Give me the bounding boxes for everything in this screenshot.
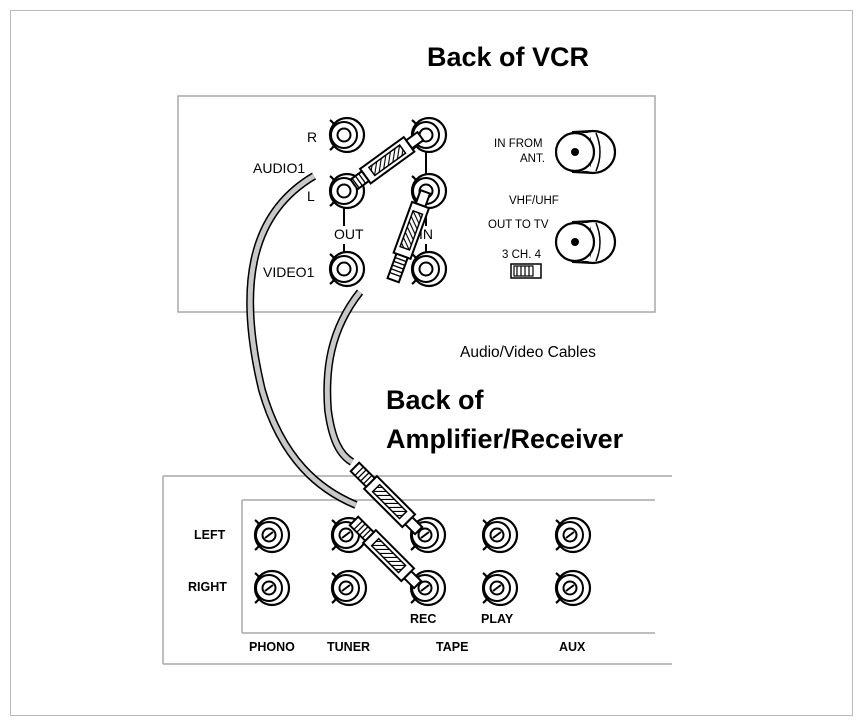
tuner-label: TUNER xyxy=(327,640,371,654)
vcr-video-in-jack xyxy=(410,250,448,288)
audio-r-label: R xyxy=(307,129,318,145)
plug-amp-rec-right xyxy=(348,515,423,590)
ant-label: ANT. xyxy=(520,153,545,165)
phono-label: PHONO xyxy=(249,640,295,654)
plug-amp-rec-left xyxy=(349,461,424,536)
plug-vcr-audio-r xyxy=(349,130,425,191)
vcr-title: Back of VCR xyxy=(427,42,590,72)
amp-phono-right-jack xyxy=(253,569,291,607)
amp-aux-right-jack xyxy=(554,569,592,607)
amp-title-line1: Back of xyxy=(386,385,484,415)
out-label: OUT xyxy=(334,226,364,242)
audio1-label: AUDIO1 xyxy=(253,160,306,176)
vcr-audio-out-r-jack xyxy=(328,116,366,154)
play-label: PLAY xyxy=(481,612,514,626)
left-row-label: LEFT xyxy=(194,528,226,542)
amp-tape-play-left-jack xyxy=(481,516,519,554)
audio-l-label: L xyxy=(307,188,315,204)
rec-label: REC xyxy=(410,612,437,626)
antenna-out-connector xyxy=(554,219,617,265)
channel-switch-label: 3 CH. 4 xyxy=(502,249,541,261)
tape-label: TAPE xyxy=(436,640,469,654)
amp-phono-left-jack xyxy=(253,516,291,554)
vhf-uhf-label: VHF/UHF xyxy=(509,195,559,207)
amp-tuner-right-jack xyxy=(330,569,368,607)
amp-aux-left-jack xyxy=(554,516,592,554)
in-from-label: IN FROM xyxy=(494,138,543,150)
audio-video-cables xyxy=(246,172,364,509)
video1-label: VIDEO1 xyxy=(263,264,315,280)
vcr-video-out-jack xyxy=(328,250,366,288)
channel-switch xyxy=(510,263,542,279)
diagram-frame xyxy=(10,10,853,716)
amp-tape-play-right-jack xyxy=(481,569,519,607)
out-to-tv-label: OUT TO TV xyxy=(488,219,549,231)
antenna-in-connector xyxy=(554,129,617,175)
amp-title-line2: Amplifier/Receiver xyxy=(386,424,624,454)
plug-vcr-video xyxy=(386,188,432,284)
cables-label: Audio/Video Cables xyxy=(460,344,596,361)
in-label: IN xyxy=(419,226,433,242)
aux-label: AUX xyxy=(559,640,586,654)
right-row-label: RIGHT xyxy=(188,580,227,594)
